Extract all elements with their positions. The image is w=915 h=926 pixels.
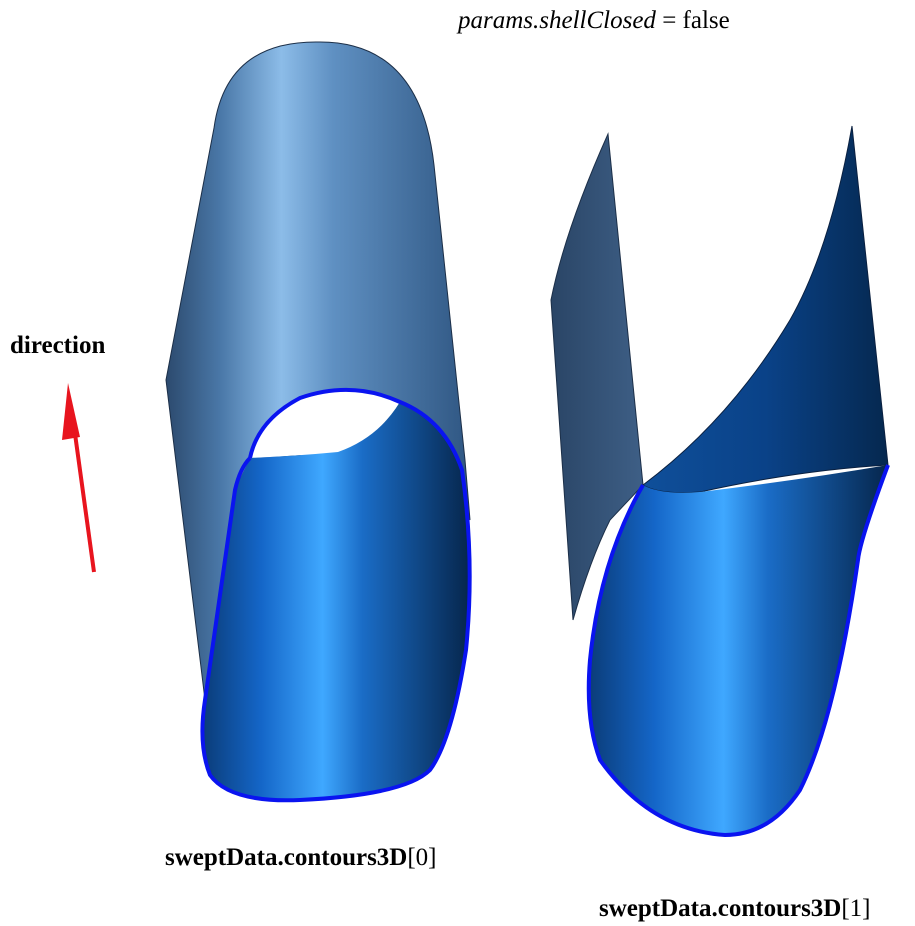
right-shell-right-flap bbox=[642, 125, 889, 494]
contour-0-label-index: [0] bbox=[407, 844, 437, 871]
left-swept-shell bbox=[165, 41, 472, 803]
contour-1-label-prefix: sweptData.contours3D bbox=[599, 895, 842, 922]
direction-label: direction bbox=[10, 332, 106, 359]
shell-closed-parameter: params.shellClosed = false bbox=[458, 8, 730, 33]
param-name: params.shellClosed bbox=[458, 7, 656, 34]
param-value: false bbox=[682, 7, 730, 34]
contour-0-label-prefix: sweptData.contours3D bbox=[165, 844, 408, 871]
right-shell-left-flap bbox=[550, 132, 644, 621]
right-swept-shell bbox=[550, 125, 890, 837]
param-equals: = bbox=[655, 7, 683, 34]
contour-1-label-index: [1] bbox=[841, 895, 871, 922]
left-shell-front-surface bbox=[202, 402, 470, 801]
right-shell-front-surface bbox=[588, 465, 888, 835]
direction-arrow bbox=[62, 383, 96, 573]
contour-0-curve bbox=[200, 387, 472, 803]
contour-1-curve bbox=[586, 464, 890, 837]
contour-1-label: sweptData.contours3D[1] bbox=[599, 896, 871, 921]
contour-0-label: sweptData.contours3D[0] bbox=[165, 845, 437, 870]
